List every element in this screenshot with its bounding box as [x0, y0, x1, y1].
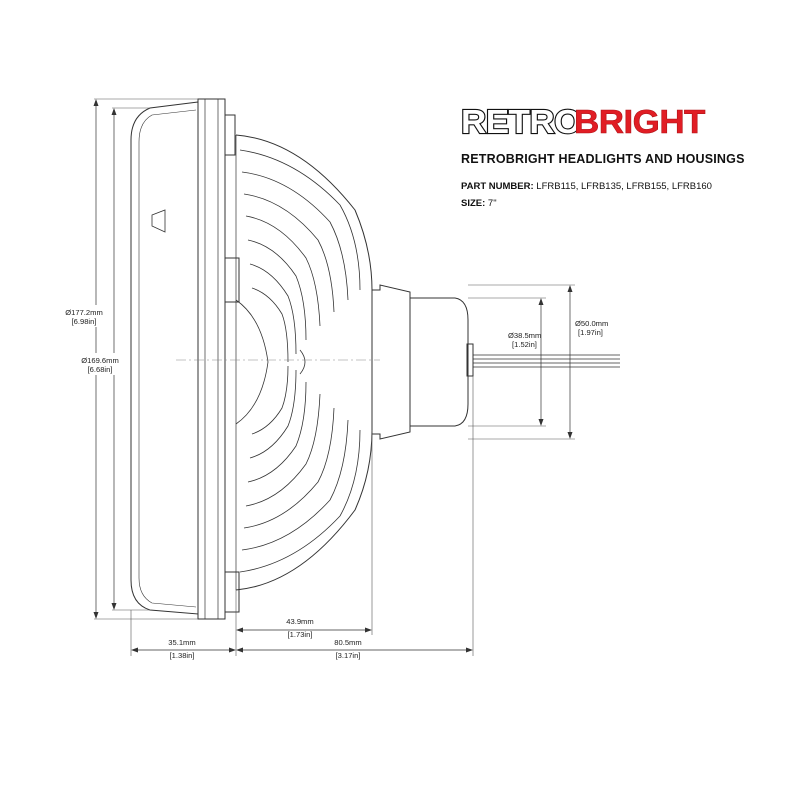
logo-bright-text: BRIGHT [574, 105, 706, 139]
brand-logo: RETROBRIGHT [461, 105, 731, 139]
lens-diameter-in: [6.68in] [88, 365, 113, 374]
connector-outer-in: [1.97in] [578, 328, 603, 337]
heatsink-fins [235, 149, 361, 573]
lens-depth-in: [1.38in] [170, 651, 195, 660]
part-number-label: PART NUMBER: [461, 181, 534, 192]
logo-retro-text: RETRO [461, 105, 582, 139]
size-label: SIZE: [461, 198, 486, 209]
size-value: 7" [487, 198, 497, 209]
product-title: RETROBRIGHT HEADLIGHTS AND HOUSINGS [461, 152, 745, 166]
size-row: SIZE: 7" [461, 198, 497, 209]
lens-clip [151, 209, 166, 233]
connector-housing [409, 297, 469, 427]
connector-outer-mm: Ø50.0mm [575, 319, 608, 328]
connector-inner-mm: Ø38.5mm [508, 331, 541, 340]
mounting-tab-bottom [224, 571, 240, 613]
mounting-ring [197, 98, 226, 620]
outer-diameter-in: [6.98in] [72, 317, 97, 326]
overall-depth-mm: 80.5mm [334, 638, 361, 647]
part-number-value: LFRB115, LFRB135, LFRB155, LFRB160 [536, 181, 712, 192]
connector-inner-in: [1.52in] [512, 340, 537, 349]
heatsink-depth-in: [1.73in] [288, 630, 313, 639]
heatsink-body [235, 134, 373, 591]
wire-leads [473, 354, 620, 368]
heatsink-depth-mm: 43.9mm [286, 617, 313, 626]
mounting-tab-top [224, 114, 236, 156]
part-number-row: PART NUMBER: LFRB115, LFRB135, LFRB155, … [461, 181, 712, 192]
lens-depth-mm: 35.1mm [168, 638, 195, 647]
overall-depth-in: [3.17in] [336, 651, 361, 660]
headlight-lens [130, 101, 199, 615]
connector-latch [466, 343, 474, 377]
lens-inner-contour [138, 109, 197, 608]
connector-collar [371, 284, 411, 440]
mounting-tab-middle [224, 257, 240, 303]
outer-diameter-mm: Ø177.2mm [65, 308, 103, 317]
lens-diameter-mm: Ø169.6mm [81, 356, 119, 365]
